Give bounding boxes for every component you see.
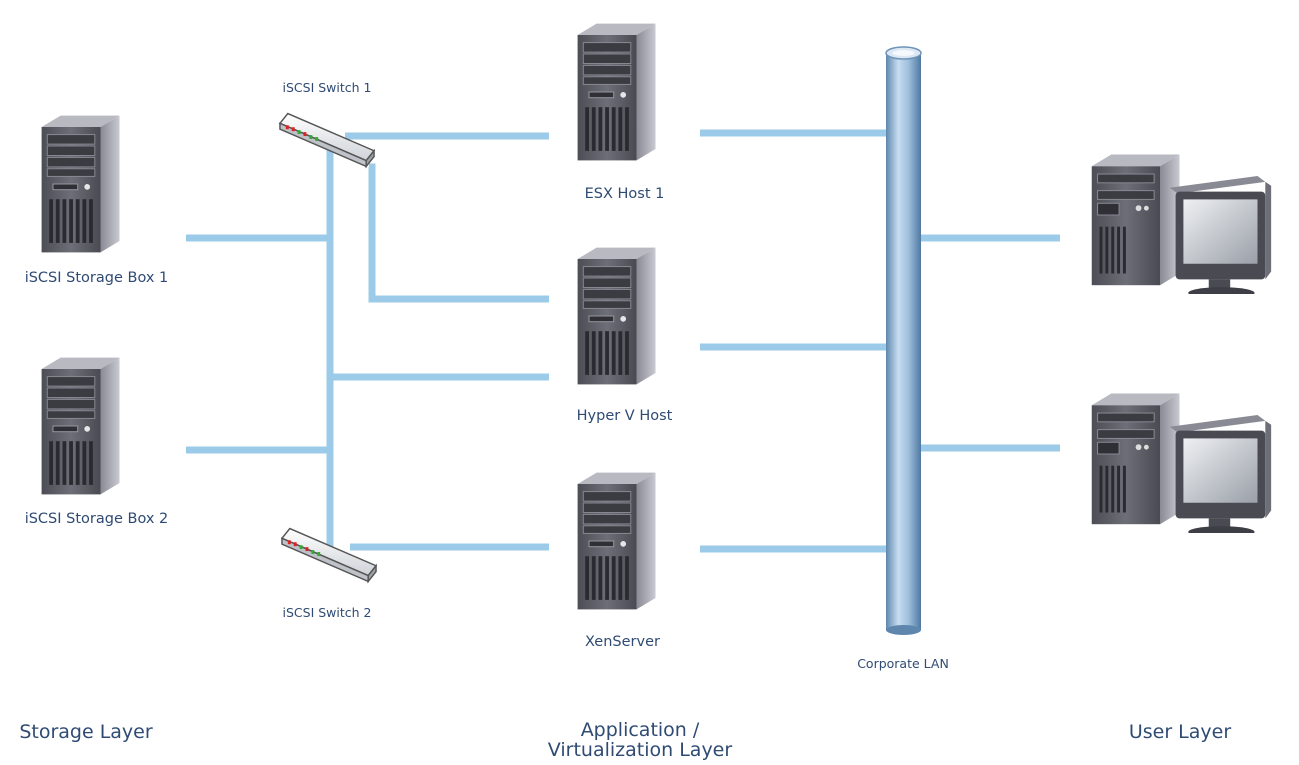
application-layer-label-line2: Virtualization Layer (547, 739, 733, 761)
corporate-lan-pipe (885, 46, 922, 635)
user-pc-1-icon (1091, 154, 1272, 294)
user-layer-label: User Layer (1128, 721, 1232, 743)
application-layer-label-line1: Application / (580, 719, 700, 741)
switch-2-label: iSCSI Switch 2 (282, 605, 372, 620)
hyperv-host-icon (577, 247, 656, 385)
xenserver-icon (577, 472, 656, 610)
user-pc-2-icon (1091, 393, 1272, 533)
storage-box-1-icon (41, 115, 120, 253)
storage-box-2-label: iSCSI Storage Box 2 (24, 511, 169, 527)
network-links (186, 129, 1060, 553)
switch-1-label: iSCSI Switch 1 (282, 80, 372, 95)
hyperv-host-label: Hyper V Host (576, 408, 673, 424)
storage-layer-label: Storage Layer (19, 721, 153, 743)
corporate-lan-label: Corporate LAN (857, 656, 949, 671)
esx-host-icon (577, 23, 656, 161)
esx-host-label: ESX Host 1 (584, 186, 665, 202)
storage-box-2-icon (41, 357, 120, 495)
storage-box-1-label: iSCSI Storage Box 1 (24, 270, 169, 286)
xenserver-label: XenServer (585, 634, 660, 650)
link-switch1-hyperv (368, 163, 549, 303)
